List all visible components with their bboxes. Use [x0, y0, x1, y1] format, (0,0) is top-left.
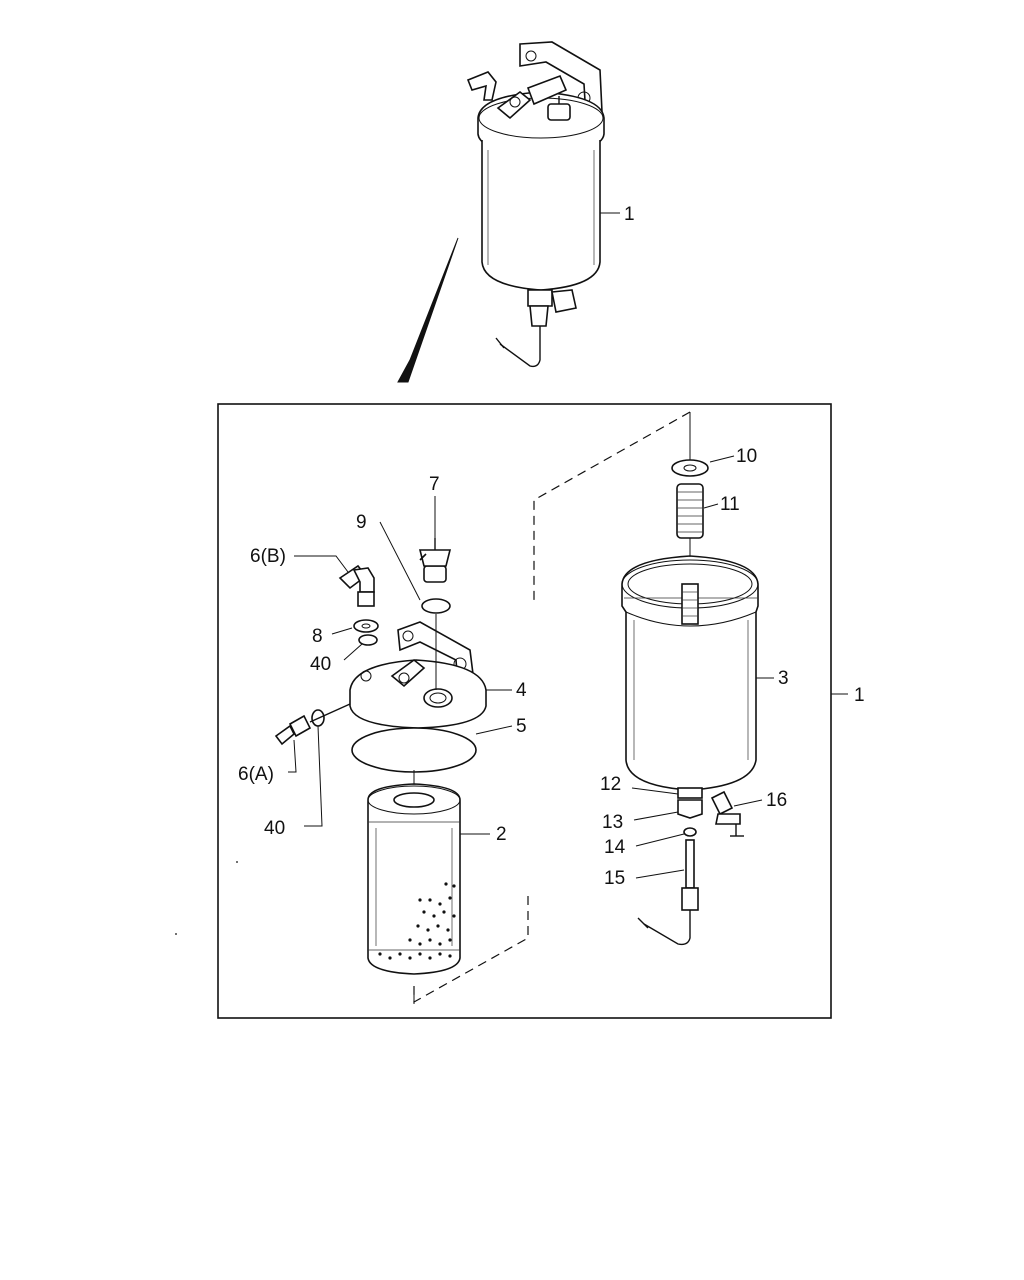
part-6a-straight-fitting	[274, 703, 351, 746]
part-13-nut	[677, 799, 703, 819]
part-3-bowl	[621, 555, 759, 791]
filter-perforations	[378, 882, 456, 960]
label-9: 9	[356, 512, 367, 533]
part-14-o-ring	[683, 827, 697, 837]
label-11: 11	[720, 494, 740, 515]
exploded-path-lines	[413, 411, 691, 1004]
label-6b: 6(B)	[250, 546, 286, 567]
part-16-vent-valve	[710, 790, 744, 837]
part-12-boss	[677, 787, 703, 799]
part-10-washer	[671, 459, 709, 477]
label-1-kit: 1	[854, 685, 865, 706]
exploded-view-frame	[217, 403, 832, 1019]
label-4: 4	[516, 680, 527, 701]
label-6a: 6(A)	[238, 764, 274, 785]
part-8-washer	[353, 619, 379, 633]
direction-pointer	[397, 237, 459, 383]
label-14: 14	[604, 837, 626, 858]
part-5-gasket	[351, 727, 477, 773]
label-7: 7	[429, 474, 440, 495]
label-3: 3	[778, 668, 789, 689]
part-9-o-ring	[421, 598, 451, 614]
part-4-filter-head	[349, 621, 487, 729]
label-12: 12	[600, 774, 621, 795]
label-40-lower: 40	[264, 818, 285, 839]
label-40-upper: 40	[310, 654, 331, 675]
part-2-filter-element	[367, 783, 461, 975]
label-2: 2	[496, 824, 507, 845]
part-7-plug	[418, 538, 452, 583]
label-15: 15	[604, 868, 625, 889]
label-8: 8	[312, 626, 323, 647]
label-10: 10	[736, 446, 757, 467]
part-11-spring	[676, 483, 704, 539]
assembled-fuel-filter	[466, 41, 605, 368]
label-5: 5	[516, 716, 527, 737]
label-16: 16	[766, 790, 787, 811]
part-6b-elbow-fitting	[338, 564, 375, 607]
label-13: 13	[602, 812, 623, 833]
part-15-water-sensor	[637, 839, 699, 946]
part-40-washer-upper	[358, 634, 378, 646]
label-1-assembly: 1	[624, 204, 635, 225]
